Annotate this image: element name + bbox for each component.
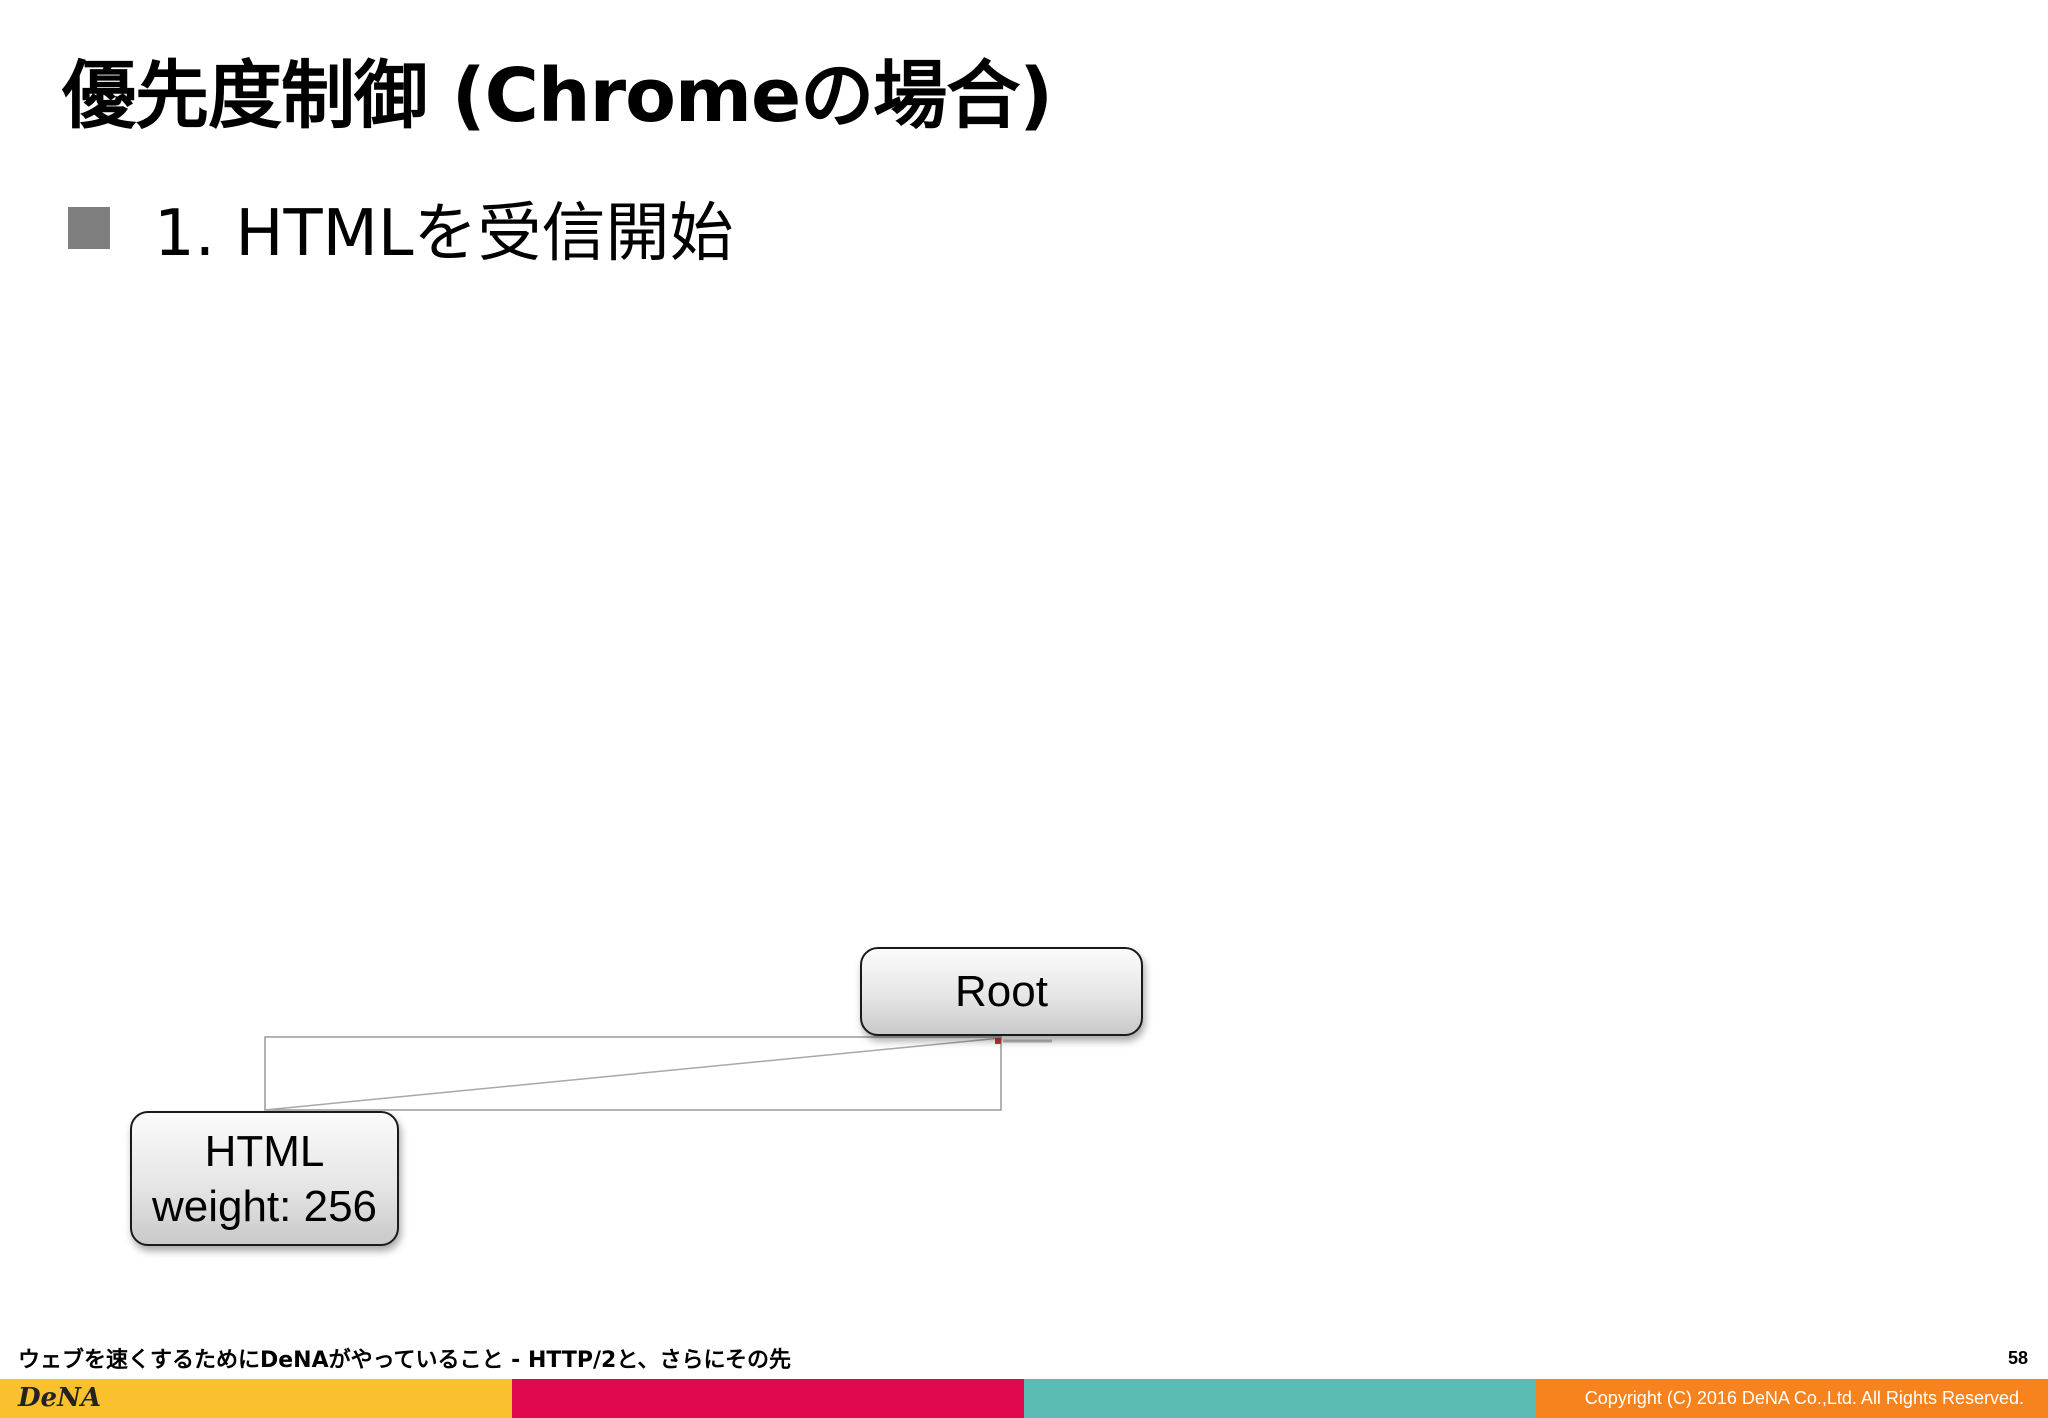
- footer-bar-magenta: [512, 1379, 1024, 1418]
- html-node-name: HTML: [204, 1126, 325, 1176]
- dena-logo: DeNA: [18, 1383, 102, 1413]
- html-node-weight: weight: 256: [151, 1181, 378, 1231]
- copyright-text: Copyright (C) 2016 DeNA Co.,Ltd. All Rig…: [1584, 1388, 2024, 1408]
- connector-bounding-box: [264, 1036, 1002, 1111]
- slide-title: 優先度制御 (Chromeの場合): [62, 53, 1053, 139]
- page-number: 58: [2007, 1348, 2028, 1368]
- bullet-item: 1. HTMLを受信開始: [68, 188, 734, 271]
- html-node: HTML weight: 256: [130, 1111, 399, 1246]
- root-node-label: Root: [955, 966, 1048, 1016]
- bullet-square-icon: [68, 207, 110, 249]
- footer-bar-teal: [1024, 1379, 1536, 1418]
- bullet-text: 1. HTMLを受信開始: [154, 197, 734, 271]
- footer-bar-yellow: DeNA: [0, 1379, 512, 1418]
- footer-presentation-title: ウェブを速くするためにDeNAがやっていること - HTTP/2と、さらにその先: [18, 1348, 792, 1373]
- connector-line: [264, 1037, 1002, 1111]
- connector-anchor-marker: [995, 1038, 1001, 1044]
- footer-bar-orange: Copyright (C) 2016 DeNA Co.,Ltd. All Rig…: [1536, 1379, 2048, 1418]
- root-node: Root: [860, 947, 1143, 1036]
- footer-color-bar: DeNA Copyright (C) 2016 DeNA Co.,Ltd. Al…: [0, 1379, 2048, 1418]
